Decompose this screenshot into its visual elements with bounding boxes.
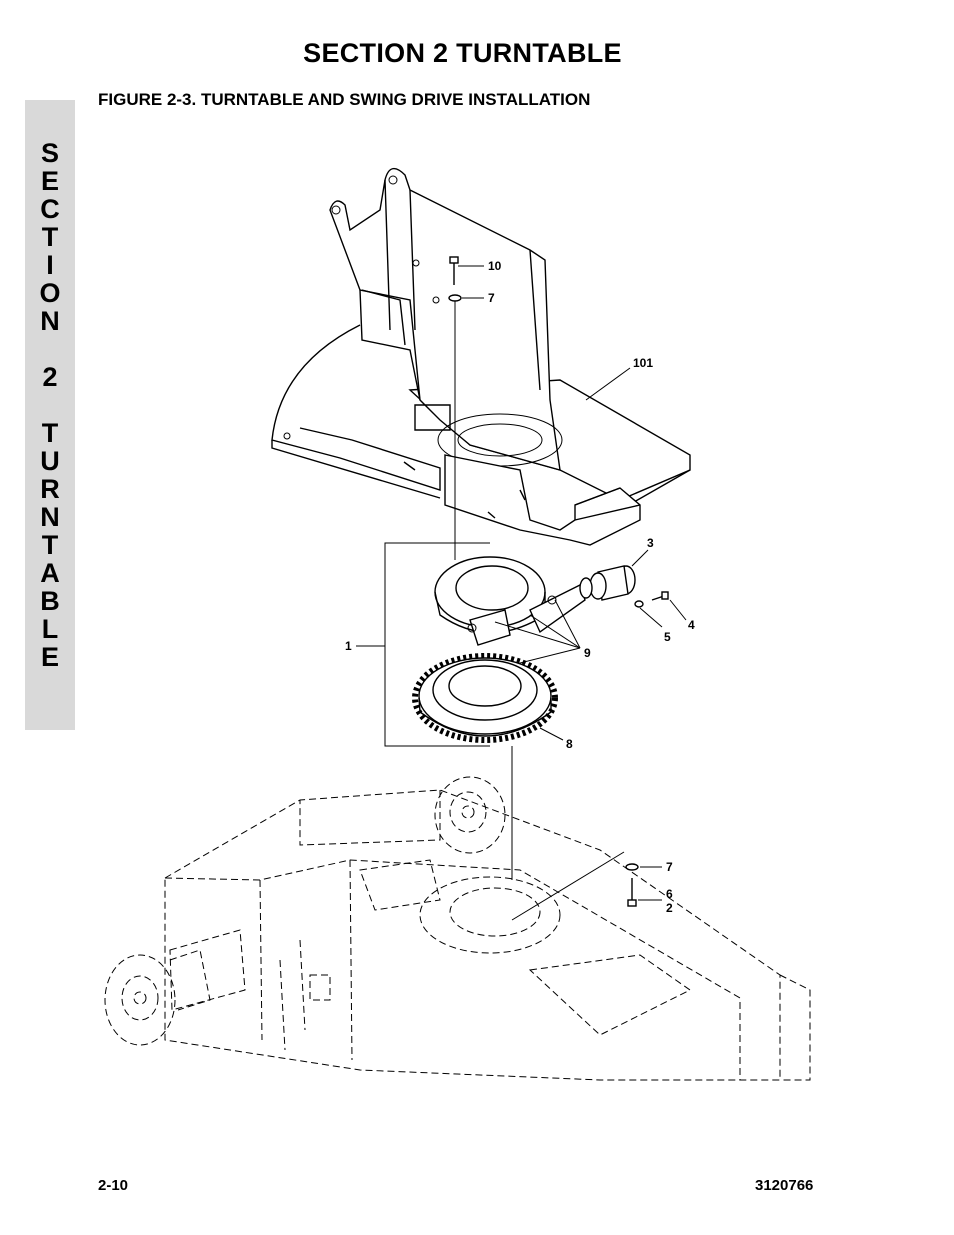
washer-7-top [448, 294, 484, 560]
callout-1: 1 [345, 639, 352, 653]
page-number: 2-10 [98, 1177, 129, 1194]
side-tab-letter: 2 [42, 362, 58, 392]
side-tab-letter: C [40, 194, 60, 224]
washer-5 [634, 600, 663, 628]
turntable-weldment [271, 167, 691, 546]
bracket-item-1 [384, 542, 490, 747]
side-tab-letter: I [46, 250, 54, 280]
document-number: 3120766 [755, 1177, 814, 1194]
callout-10: 10 [488, 259, 502, 273]
side-tab-letter: T [41, 418, 59, 448]
bolt-6 [511, 851, 662, 921]
section-side-tab: S E C T I O N 2 T U R N T A B L E [25, 100, 75, 730]
callout-2: 2 [666, 901, 673, 915]
bearing-gear-8 [412, 653, 564, 880]
swing-motor-3 [579, 549, 649, 601]
side-tab-letter: E [40, 642, 59, 672]
leader-101 [585, 367, 631, 401]
side-tab-letter: U [40, 446, 60, 476]
callout-6: 6 [666, 887, 673, 901]
page-title: SECTION 2 TURNTABLE [303, 38, 622, 68]
figure-title: FIGURE 2-3. TURNTABLE AND SWING DRIVE IN… [98, 90, 591, 109]
chassis-frame [164, 789, 811, 1081]
bolt-10 [449, 256, 484, 285]
callout-101: 101 [633, 356, 653, 370]
side-tab-letter: O [39, 278, 61, 308]
side-tab-letter: S [40, 138, 59, 168]
swing-drive-housing [434, 556, 586, 646]
side-tab-letter: N [40, 306, 60, 336]
callout-9: 9 [584, 646, 591, 660]
side-tab-letter: E [40, 166, 59, 196]
bolt-4 [651, 591, 687, 621]
side-tab-letter: B [40, 586, 60, 616]
callout-8: 8 [566, 737, 573, 751]
side-tab-letter: T [41, 530, 59, 560]
callout-7-top: 7 [488, 291, 495, 305]
side-tab-letter: T [41, 222, 59, 252]
side-tab-letter: L [41, 614, 59, 644]
callout-4: 4 [688, 618, 695, 632]
callout-7-bottom: 7 [666, 860, 673, 874]
side-tab-letter: N [40, 502, 60, 532]
rear-wheel-hub [104, 949, 211, 1046]
callout-3: 3 [647, 536, 654, 550]
side-tab-letter: R [40, 474, 60, 504]
front-wheel-hub [434, 776, 506, 854]
side-tab-letter: A [40, 558, 60, 588]
callout-5: 5 [664, 630, 671, 644]
washer-7-bottom [625, 863, 662, 871]
